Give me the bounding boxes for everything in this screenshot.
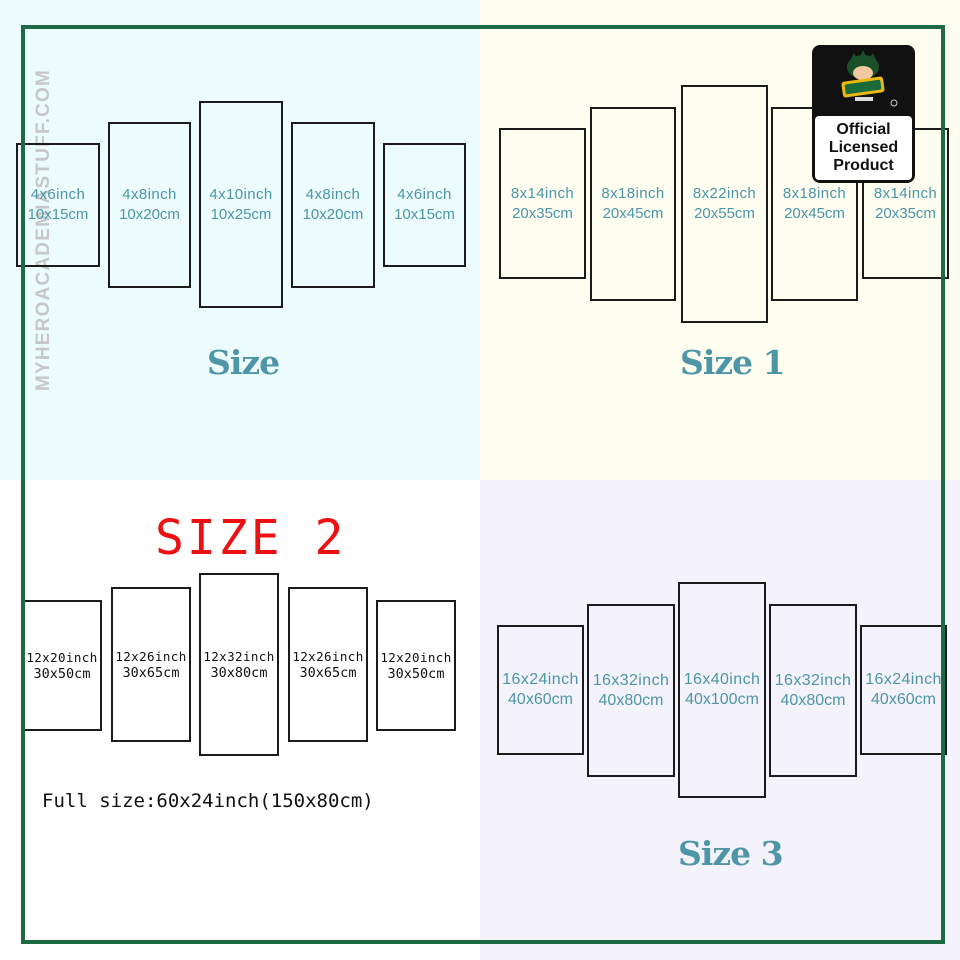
- panel-size3-5: 16x24inch 40x60cm: [860, 625, 947, 755]
- panel-size1-3: 8x22inch 20x55cm: [681, 85, 768, 323]
- badge-line-licensed: Licensed: [828, 139, 899, 156]
- my-hero-academia-logo: [841, 50, 898, 107]
- quadrant-size-3: [480, 480, 960, 960]
- panel-inch: 8x14inch: [510, 184, 575, 202]
- badge-line-official: Official: [836, 121, 891, 138]
- panel-inch: 16x32inch: [774, 671, 852, 689]
- size-2-title: SIZE 2: [155, 510, 347, 566]
- panel-size-2: 4x8inch 10x20cm: [108, 122, 191, 288]
- panel-size1-2: 8x18inch 20x45cm: [590, 107, 676, 301]
- panel-size3-4: 16x32inch 40x80cm: [769, 604, 857, 777]
- panel-size-1: 4x6inch 10x15cm: [16, 143, 100, 267]
- size-title: Size: [207, 343, 280, 382]
- panel-inch: 4x8inch: [122, 186, 177, 203]
- panel-cm: 30x65cm: [299, 664, 357, 681]
- panel-inch: 8x18inch: [601, 185, 665, 202]
- panel-cm: 40x100cm: [685, 691, 759, 708]
- panel-inch: 16x24inch: [502, 671, 579, 688]
- panel-cm: 30x65cm: [122, 664, 180, 681]
- panel-size2-3: 12x32inch 30x80cm: [199, 573, 279, 756]
- panel-cm: 30x50cm: [33, 665, 91, 682]
- panel-inch: 16x24inch: [865, 671, 942, 688]
- panel-inch: 8x14inch: [873, 184, 938, 202]
- panel-cm: 20x35cm: [875, 204, 936, 222]
- panel-inch: 12x20inch: [26, 649, 98, 665]
- badge-line-product: Product: [833, 157, 894, 174]
- panel-cm: 40x80cm: [598, 691, 664, 709]
- panel-cm: 10x25cm: [210, 205, 272, 223]
- panel-cm: 20x35cm: [512, 204, 573, 222]
- panel-cm: 10x20cm: [119, 206, 180, 223]
- panel-cm: 40x60cm: [871, 691, 936, 708]
- panel-size1-1: 8x14inch 20x35cm: [499, 128, 586, 279]
- panel-cm: 30x80cm: [210, 664, 268, 681]
- panel-cm: 10x20cm: [302, 206, 364, 223]
- panel-size-3: 4x10inch 10x25cm: [199, 101, 283, 308]
- panel-inch: 4x6inch: [30, 186, 86, 203]
- panel-cm: 30x50cm: [387, 665, 445, 682]
- official-licensed-badge: Official Licensed Product: [812, 45, 915, 183]
- panel-inch: 12x32inch: [203, 648, 275, 664]
- panel-size3-3: 16x40inch 40x100cm: [678, 582, 766, 798]
- panel-inch: 16x32inch: [592, 671, 670, 689]
- panel-cm: 10x15cm: [394, 206, 455, 223]
- panel-size-4: 4x8inch 10x20cm: [291, 122, 375, 288]
- panel-inch: 8x22inch: [692, 185, 757, 202]
- panel-inch: 12x26inch: [292, 648, 364, 664]
- panel-cm: 20x45cm: [784, 205, 845, 222]
- full-size-label: Full size:60x24inch(150x80cm): [42, 790, 374, 812]
- panel-size-5: 4x6inch 10x15cm: [383, 143, 466, 267]
- panel-cm: 40x80cm: [780, 691, 846, 709]
- quadrant-size: [0, 0, 480, 480]
- panel-inch: 12x26inch: [115, 648, 187, 664]
- panel-size3-2: 16x32inch 40x80cm: [587, 604, 675, 777]
- panel-inch: 8x18inch: [782, 185, 847, 202]
- outer-border: [21, 25, 945, 944]
- panel-size3-1: 16x24inch 40x60cm: [497, 625, 584, 755]
- panel-cm: 20x45cm: [602, 205, 664, 222]
- quadrant-size-2: [0, 480, 480, 960]
- panel-size1-4: 8x18inch 20x45cm: [771, 107, 858, 301]
- panel-cm: 10x15cm: [27, 206, 89, 223]
- size-1-title: Size 1: [680, 343, 786, 382]
- panel-inch: 4x10inch: [209, 185, 273, 203]
- panel-inch: 12x20inch: [380, 649, 452, 665]
- panel-inch: 4x6inch: [397, 186, 452, 203]
- panel-cm: 20x55cm: [694, 205, 755, 222]
- panel-cm: 40x60cm: [508, 691, 573, 708]
- panel-inch: 16x40inch: [683, 671, 761, 688]
- badge-label: Official Licensed Product: [815, 116, 912, 180]
- panel-size2-4: 12x26inch 30x65cm: [288, 587, 368, 742]
- panel-inch: 4x8inch: [305, 186, 361, 203]
- size-3-title: Size 3: [678, 834, 784, 873]
- panel-size2-2: 12x26inch 30x65cm: [111, 587, 191, 742]
- panel-size2-5: 12x20inch 30x50cm: [376, 600, 456, 731]
